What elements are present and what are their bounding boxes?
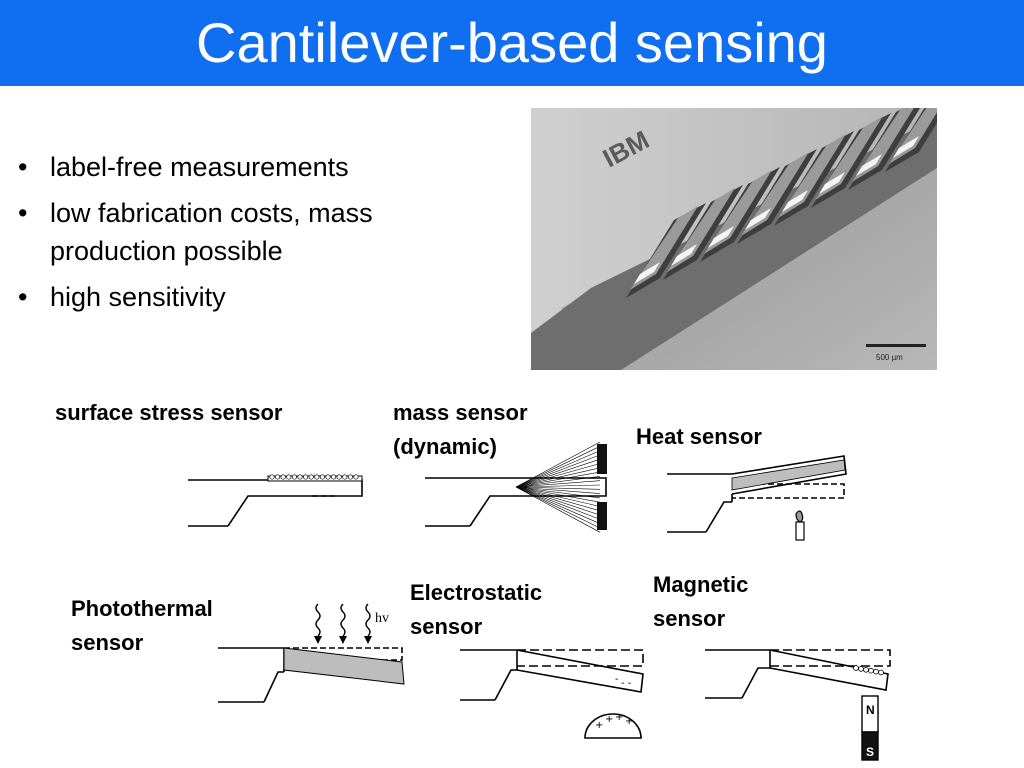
label-surface-stress-sensor: surface stress sensor xyxy=(55,400,283,425)
heat-sensor-diagram xyxy=(667,455,847,541)
electrostatic-diagram: - - - ++++ xyxy=(460,649,644,739)
bullet-item: • label-free measurements xyxy=(14,148,494,186)
label-heat-sensor: Heat sensor xyxy=(636,424,762,449)
bullet-dot-icon: • xyxy=(18,282,28,312)
svg-text:+: + xyxy=(595,720,603,731)
label-electrostatic-sensor: Electrostatic sensor xyxy=(410,580,543,639)
title-bar xyxy=(0,0,1024,86)
label-mass-sensor: mass sensor (dynamic) xyxy=(393,400,528,459)
bullet-text: label-free measurements xyxy=(50,152,349,182)
photothermal-diagram: hv xyxy=(218,603,405,703)
slide-title: Cantilever-based sensing xyxy=(196,11,828,74)
bullet-list: • label-free measurements • low fabricatio… xyxy=(14,148,494,324)
scale-bar-label: 500 µm xyxy=(876,353,903,362)
bullet-item: • high sensitivity xyxy=(14,278,494,316)
magnetic-diagram: N S xyxy=(705,649,891,761)
magnet-north-label: N xyxy=(866,703,875,717)
svg-text:+: + xyxy=(615,712,623,723)
svg-text:+: + xyxy=(625,716,633,727)
magnet-south-label: S xyxy=(866,745,874,759)
bullet-text: low fabrication costs, mass production p… xyxy=(50,198,373,266)
label-magnetic-sensor: Magnetic sensor xyxy=(653,572,749,631)
mass-sensor-diagram xyxy=(425,441,607,533)
light-hv-label: hv xyxy=(375,611,389,626)
bullet-text: high sensitivity xyxy=(50,282,226,312)
surface-stress-diagram xyxy=(188,474,363,527)
label-photothermal-sensor: Photothermal sensor xyxy=(71,596,213,655)
bullet-item: • low fabrication costs, mass production … xyxy=(14,194,494,270)
bullet-dot-icon: • xyxy=(18,152,28,182)
svg-text:+: + xyxy=(605,714,613,725)
svg-text:- -: - - xyxy=(621,678,632,689)
bullet-dot-icon: • xyxy=(18,198,28,228)
cantilever-array-micrograph: IBM 500 µm xyxy=(531,108,937,370)
svg-text:-: - xyxy=(615,674,619,685)
